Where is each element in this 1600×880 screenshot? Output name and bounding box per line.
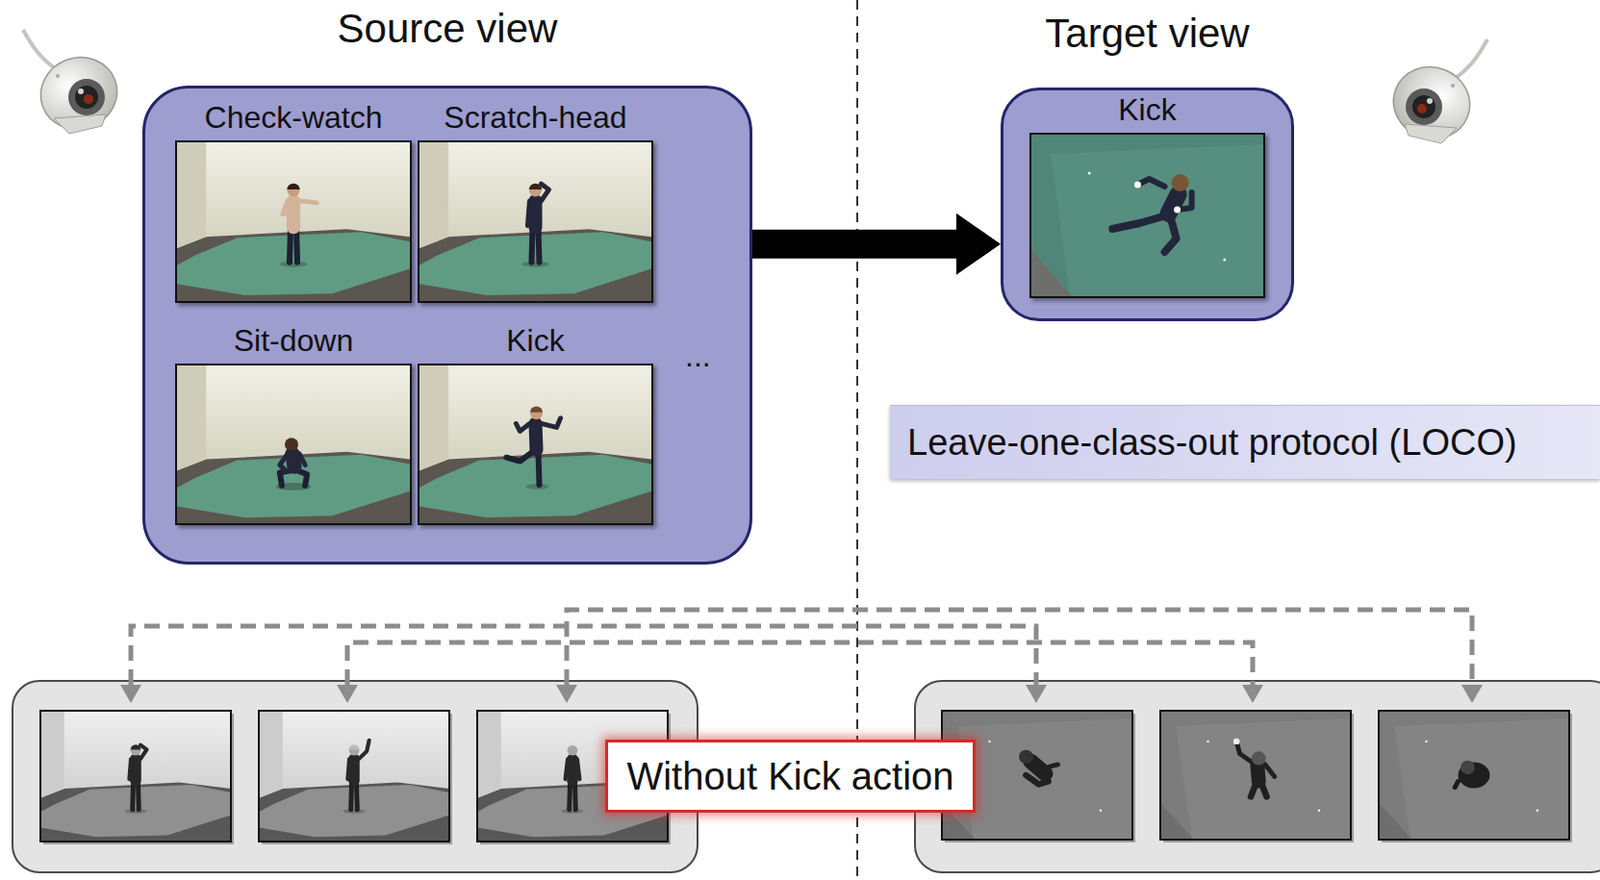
protocol-text: Leave-one-class-out protocol (LOCO) (907, 422, 1518, 463)
text-wrap: Without Kick action (608, 742, 973, 811)
label-wrap: Scratch-head (398, 98, 673, 137)
source-samples (40, 711, 671, 845)
action-frame (1031, 134, 1264, 297)
label-wrap: Check-watch (155, 98, 432, 137)
image-frame (1029, 132, 1266, 299)
action-label: Kick (506, 323, 564, 358)
protocol-banner: Leave-one-class-out protocol (LOCO) (889, 405, 1600, 480)
action-frame (177, 365, 410, 524)
action-frame (419, 142, 652, 302)
heading-wrap: Target view (965, 10, 1330, 57)
camera-icon (23, 29, 127, 140)
image-frame (175, 140, 412, 304)
action-label: Kick (1117, 92, 1176, 127)
source-sample-panel (12, 681, 698, 873)
action-thumbnail: Sit-down (175, 321, 412, 526)
target-view-panel: Target viewKick (1000, 87, 1295, 322)
action-label: Check-watch (204, 100, 383, 135)
arrowheads (120, 685, 1483, 704)
exclusion-callout: Without Kick action (605, 739, 976, 813)
label-wrap: Kick (1010, 90, 1285, 129)
image-frame (175, 363, 412, 526)
continuation-dots: ... (685, 338, 712, 374)
label-wrap: Sit-down (155, 321, 432, 360)
action-thumbnail: Scratch-head (417, 98, 654, 304)
target-sample-panel (914, 681, 1600, 873)
action-label: Sit-down (233, 323, 355, 358)
heading-wrap: Source view (106, 5, 788, 52)
action-frame (419, 365, 652, 524)
view-heading: Target view (1044, 10, 1249, 56)
action-thumbnail: Kick (417, 321, 654, 526)
source-view-panel: Source viewCheck-watchScratch-headSit-do… (142, 85, 753, 565)
text-wrap: Leave-one-class-out protocol (LOCO) (907, 406, 1518, 481)
camera-icon (1383, 39, 1488, 150)
action-thumbnail: Kick (1029, 90, 1266, 299)
image-frame (417, 363, 654, 526)
callout-text: Without Kick action (626, 755, 954, 798)
label-wrap: ... (685, 338, 712, 375)
image-frame (417, 140, 654, 304)
label-wrap: Kick (398, 321, 673, 360)
action-thumbnail: Check-watch (175, 98, 412, 304)
action-frame (177, 142, 410, 302)
action-label: Scratch-head (443, 100, 627, 135)
view-heading: Source view (337, 5, 559, 51)
target-samples (941, 711, 1573, 843)
correspondence-arrows (130, 609, 1473, 686)
block-arrow (752, 213, 1001, 276)
